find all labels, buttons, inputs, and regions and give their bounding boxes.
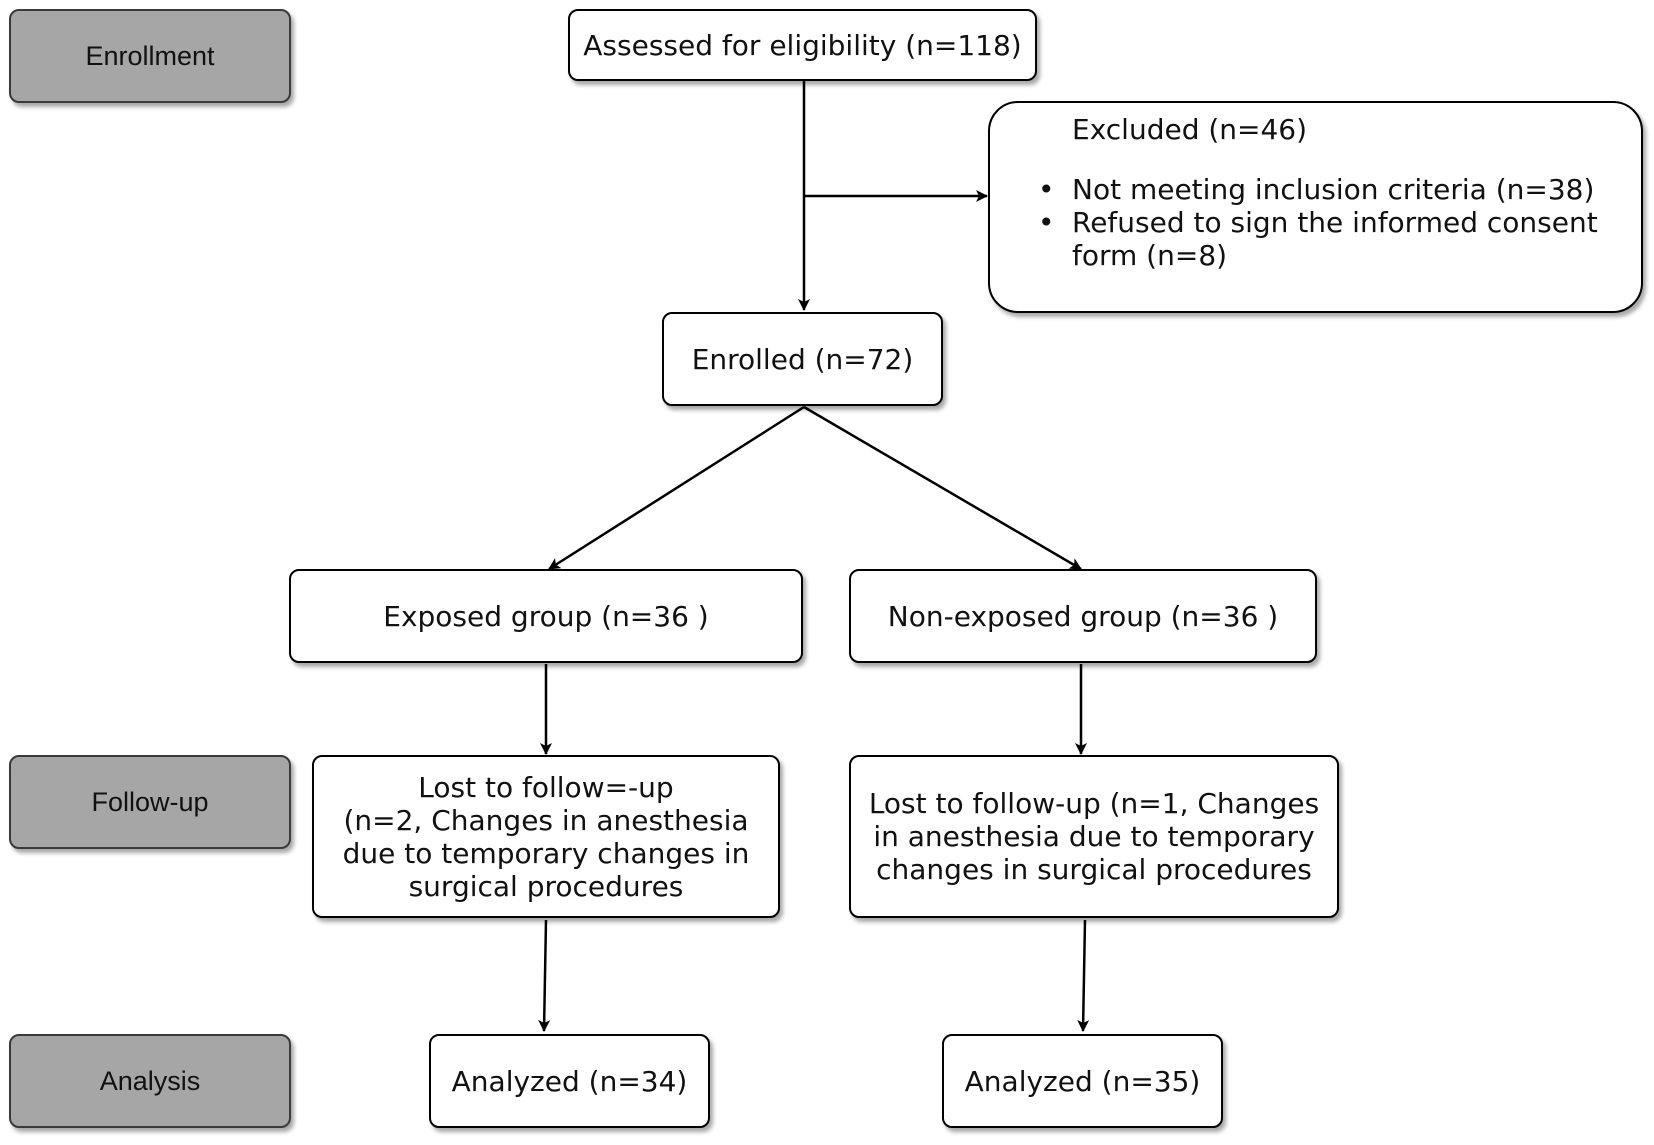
stage-enrollment-label: Enrollment	[85, 40, 215, 71]
bullet-icon: •	[1038, 206, 1055, 239]
lost-non-exposed-line: changes in surgical procedures	[876, 853, 1312, 886]
lost-exposed-line: Lost to follow=-up	[418, 770, 674, 804]
lost-non-exposed-box: Lost to follow-up (n=1, Changes in anest…	[849, 755, 1339, 918]
assessed-box: Assessed for eligibility (n=118)	[568, 9, 1037, 81]
stage-follow-up: Follow-up	[9, 755, 291, 849]
stage-analysis: Analysis	[9, 1034, 291, 1128]
lost-exposed-line: surgical procedures	[408, 869, 684, 903]
analyzed-non-exposed-box: Analyzed (n=35)	[942, 1034, 1223, 1128]
lost-exposed-line: due to temporary changes in	[342, 836, 750, 870]
arrow-enrolled-to-non-exposed	[803, 405, 1082, 571]
stage-follow-up-label: Follow-up	[91, 786, 209, 817]
arrow-lost-non-exposed-to-analyzed	[1077, 919, 1090, 1032]
exposed-group-label: Exposed group (n=36 )	[383, 599, 709, 633]
non-exposed-group-label: Non-exposed group (n=36 )	[887, 599, 1279, 633]
enrolled-box: Enrolled (n=72)	[662, 312, 943, 406]
excluded-item-text: Refused to sign the informed consent for…	[1072, 206, 1598, 272]
bullet-icon: •	[1038, 173, 1055, 206]
excluded-title: Excluded (n=46)	[1072, 113, 1308, 146]
stage-enrollment: Enrollment	[9, 9, 291, 103]
lost-exposed-box: Lost to follow=-up (n=2, Changes in anes…	[312, 755, 780, 918]
arrow-enrolled-to-exposed	[548, 405, 805, 571]
enrolled-label: Enrolled (n=72)	[691, 342, 914, 376]
excluded-box: Excluded (n=46) • Not meeting inclusion c…	[988, 101, 1643, 313]
excluded-list: • Not meeting inclusion criteria (n=38) •…	[1022, 173, 1622, 272]
lost-exposed-line: (n=2, Changes in anesthesia	[343, 803, 749, 837]
stage-analysis-label: Analysis	[99, 1065, 201, 1096]
analyzed-exposed-label: Analyzed (n=34)	[451, 1064, 688, 1098]
excluded-item: • Refused to sign the informed consent fo…	[1022, 206, 1622, 272]
analyzed-non-exposed-label: Analyzed (n=35)	[964, 1064, 1201, 1098]
exposed-group-box: Exposed group (n=36 )	[289, 569, 803, 663]
non-exposed-group-box: Non-exposed group (n=36 )	[849, 569, 1317, 663]
excluded-item-text: Not meeting inclusion criteria (n=38)	[1072, 173, 1595, 206]
lost-non-exposed-line: Lost to follow-up (n=1, Changes	[868, 787, 1320, 820]
arrow-lost-exposed-to-analyzed	[538, 919, 551, 1032]
lost-non-exposed-line: in anesthesia due to temporary	[873, 820, 1315, 853]
assessed-label: Assessed for eligibility (n=118)	[583, 28, 1022, 62]
analyzed-exposed-box: Analyzed (n=34)	[429, 1034, 710, 1128]
excluded-item: • Not meeting inclusion criteria (n=38)	[1022, 173, 1622, 206]
